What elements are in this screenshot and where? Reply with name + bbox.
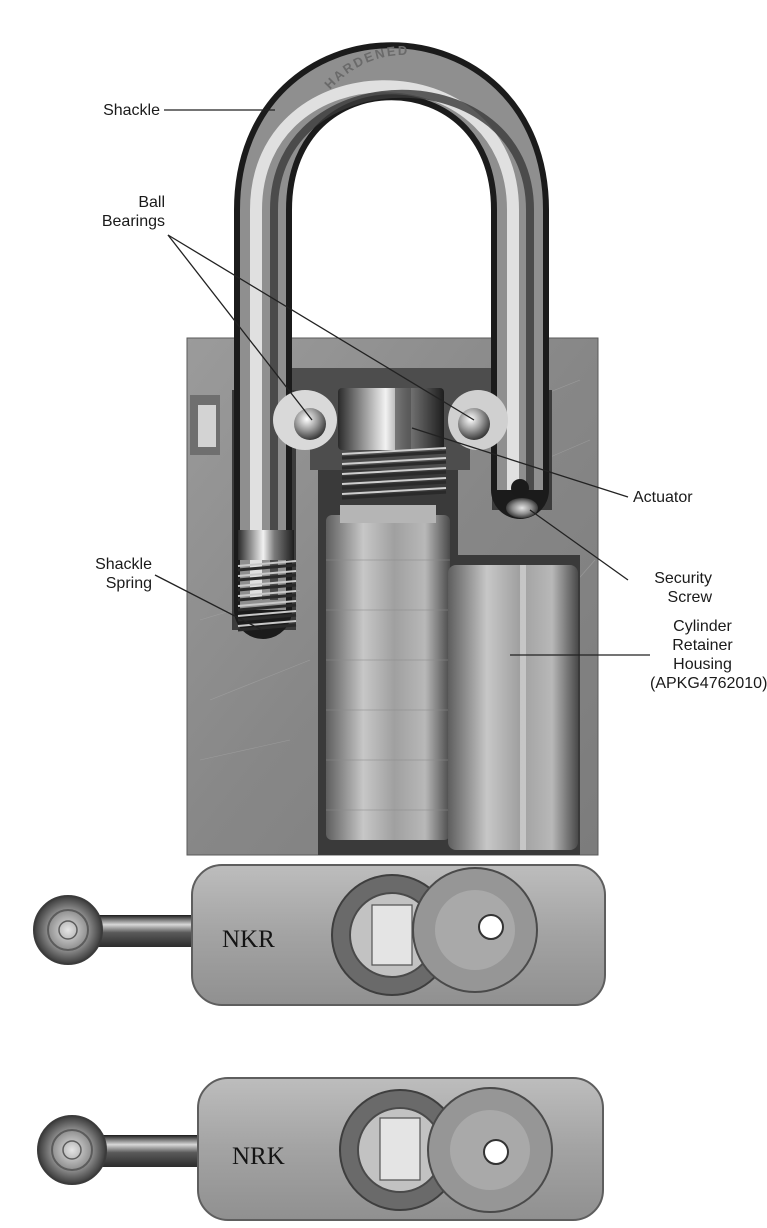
label-shackle: Shackle [103,102,160,119]
ball-bearing-right [458,408,490,440]
label-crh-line-2: Retainer [672,637,733,654]
ball-bearings [273,390,508,450]
leader-ball-bearing-right [167,234,475,421]
actuator [338,388,444,450]
shackle-spring [237,530,297,632]
ball-bearing-left [294,408,326,440]
shackle: HARDENED [234,42,549,639]
shackle-end-left-1 [33,895,210,965]
leader-actuator [411,427,629,498]
label-shackle-spring-line-2: Spring [105,575,152,592]
actuator-spring [341,447,447,500]
label-shackle-spring-line-1: Shackle [95,556,152,573]
label-security-screw-line-2: Screw [667,589,712,606]
label-crh-line-3: Housing [673,656,732,673]
label-shackle-spring: Shackle Spring [60,555,152,593]
label-ball-bearings-line-1: Ball [138,194,165,211]
engraving-nkr: NKR [222,926,275,953]
label-cylinder-retainer-housing: Cylinder Retainer Housing (APKG4762010) [650,617,767,693]
lock-cylinder [326,505,450,840]
label-security-screw-line-1: Security [654,570,712,587]
cylinder-retainer-housing [448,565,578,850]
label-ball-bearings-line-2: Bearings [101,213,165,230]
leader-security-screw [529,509,629,581]
bottom-view-nrk: NRK [37,1077,604,1221]
engraving-nrk: NRK [232,1143,285,1170]
shackle-end-left-2 [37,1115,215,1185]
label-crh-line-1: Cylinder [673,618,732,635]
leader-shackle-spring [154,574,263,631]
leader-lines [154,109,650,656]
label-security-screw: Security Screw [620,569,712,607]
leader-ball-bearing-left [167,234,313,421]
security-screw [506,498,538,518]
bottom-view-nkr: NKR [33,864,606,1006]
label-crh-line-4: (APKG4762010) [650,675,767,692]
label-ball-bearings: Ball Bearings [60,193,165,231]
label-actuator: Actuator [633,489,693,506]
